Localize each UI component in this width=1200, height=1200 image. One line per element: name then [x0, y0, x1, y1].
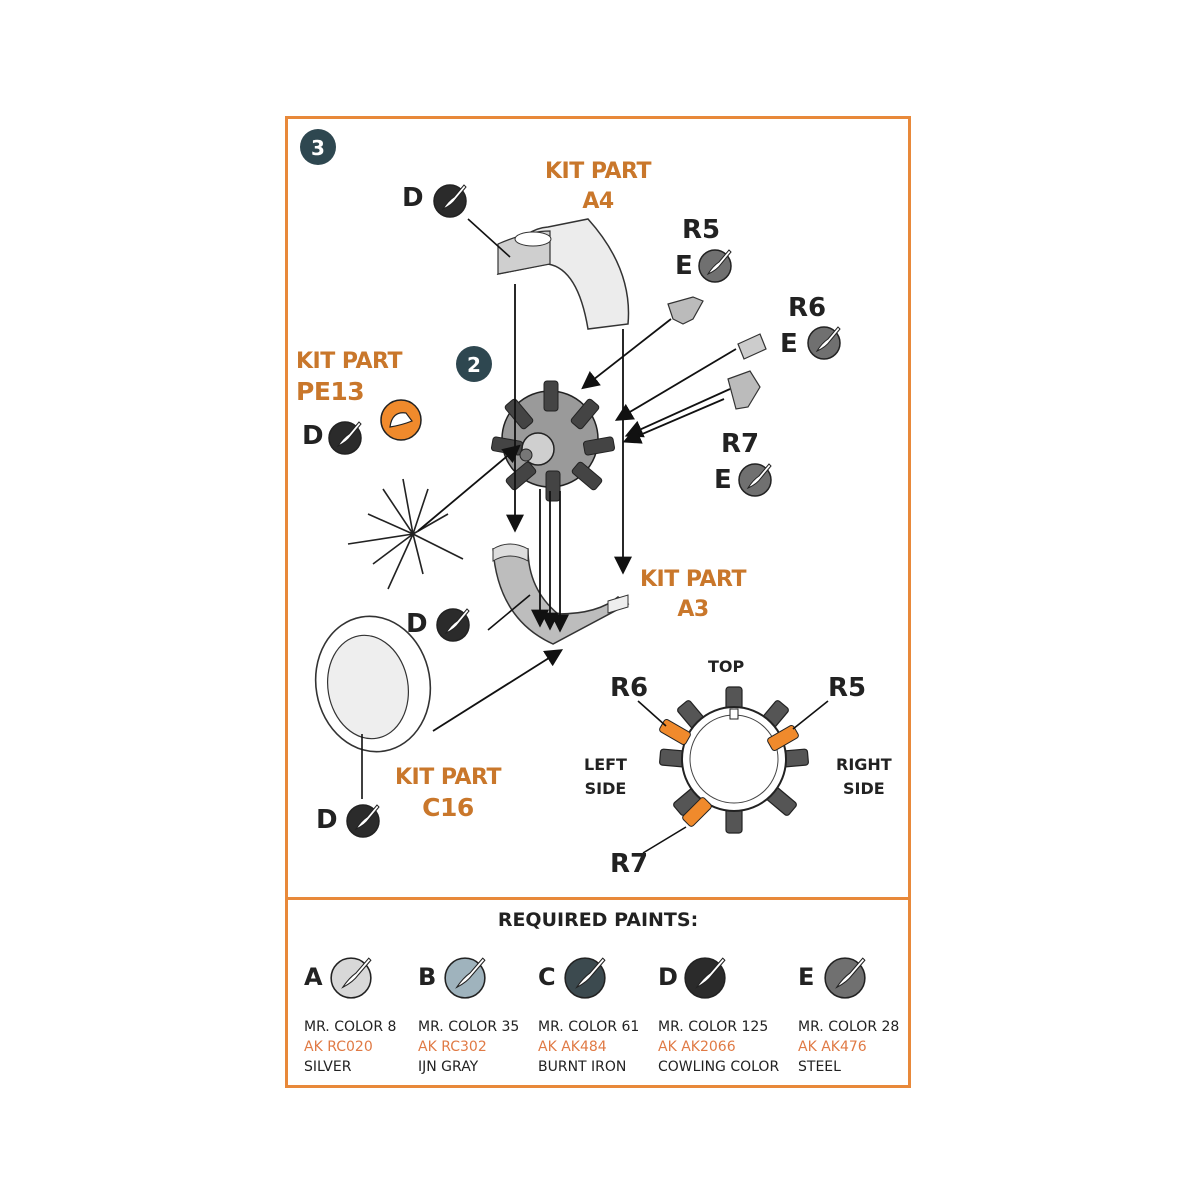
paint-letter: E — [798, 963, 815, 991]
paint-callout-d: D — [302, 421, 324, 451]
required-paints-title: REQUIRED PAINTS: — [497, 909, 699, 931]
r7-highlight — [682, 797, 712, 827]
paint-mr-color: MR. COLOR 35 — [418, 1019, 520, 1035]
paint-mr-color: MR. COLOR 28 — [798, 1019, 900, 1035]
paint-callout-d: D — [402, 183, 424, 213]
paint-ak-code: AK AK2066 — [658, 1039, 736, 1055]
paint-d-icon — [328, 421, 362, 455]
paint-mr-color: MR. COLOR 125 — [658, 1019, 769, 1035]
paint-letter: C — [538, 963, 556, 991]
part-label-r5: R5 — [682, 215, 721, 245]
paint-swatch-icon — [564, 957, 606, 999]
paint-ak-code: AK RC302 — [418, 1039, 487, 1055]
engine-view-left-side-label: LEFT SIDE — [584, 755, 627, 798]
photoetch-icon — [380, 399, 422, 441]
substep-2-badge: 2 — [456, 346, 492, 382]
r5-highlight — [767, 725, 799, 751]
paint-letter: B — [418, 963, 437, 991]
paint-d-icon — [433, 184, 467, 218]
paint-e-icon — [807, 326, 841, 360]
paint-mr-color: MR. COLOR 8 — [304, 1019, 397, 1035]
paint-ak-code: AK RC020 — [304, 1039, 373, 1055]
paint-callout-e: E — [780, 329, 798, 359]
paint-callout-e: E — [714, 465, 732, 495]
r6-highlight — [659, 719, 691, 745]
paint-name: BURNT IRON — [538, 1059, 627, 1075]
paint-swatch-icon — [330, 957, 372, 999]
cowling-ring-c16 — [314, 615, 432, 753]
paint-letter: A — [304, 963, 323, 991]
section-divider — [288, 897, 908, 900]
paint-callout-d: D — [316, 805, 338, 835]
engine-view-r5-label: R5 — [828, 673, 867, 703]
part-r5 — [667, 296, 704, 325]
pe13-photoetch-part — [347, 478, 464, 590]
paint-swatch-icon — [824, 957, 866, 999]
paint-letter: D — [658, 963, 678, 991]
part-label-r7: R7 — [721, 429, 760, 459]
part-label-r6: R6 — [788, 293, 827, 323]
paint-swatch-icon — [684, 957, 726, 999]
paint-ak-code: AK AK476 — [798, 1039, 867, 1055]
paint-swatch-icon — [444, 957, 486, 999]
part-r7 — [727, 370, 761, 410]
paint-ak-code: AK AK484 — [538, 1039, 607, 1055]
part-r6 — [737, 333, 767, 360]
step-3-badge: 3 — [300, 129, 336, 165]
svg-text:2: 2 — [467, 353, 481, 377]
paint-e-icon — [698, 249, 732, 283]
cowling-upper-a4 — [496, 218, 630, 330]
paint-callout-d: D — [406, 609, 428, 639]
callout-leaders — [361, 218, 531, 799]
cowling-lower-a3 — [492, 543, 630, 645]
engine-view-right-side-label: RIGHT SIDE — [836, 755, 892, 798]
engine-view-r6-label: R6 — [610, 673, 649, 703]
paint-e-icon — [738, 463, 772, 497]
engine-front-view — [637, 686, 829, 854]
assembly-diagram: 3 2 — [300, 129, 841, 854]
paint-d-icon — [346, 804, 380, 838]
paint-name: STEEL — [798, 1059, 841, 1075]
paint-mr-color: MR. COLOR 61 — [538, 1019, 640, 1035]
paint-name: SILVER — [304, 1059, 352, 1075]
paint-callout-e: E — [675, 251, 693, 281]
engine-view-r7-label: R7 — [610, 849, 649, 879]
instruction-sheet: 3 2 — [285, 116, 911, 1088]
svg-text:3: 3 — [311, 136, 325, 160]
paint-name: IJN GRAY — [418, 1059, 479, 1075]
assembly-arrows — [417, 284, 737, 732]
paint-name: COWLING COLOR — [658, 1059, 780, 1075]
engine-view-top-label: TOP — [708, 657, 745, 676]
radial-engine — [490, 380, 616, 502]
paint-d-icon — [436, 608, 470, 642]
